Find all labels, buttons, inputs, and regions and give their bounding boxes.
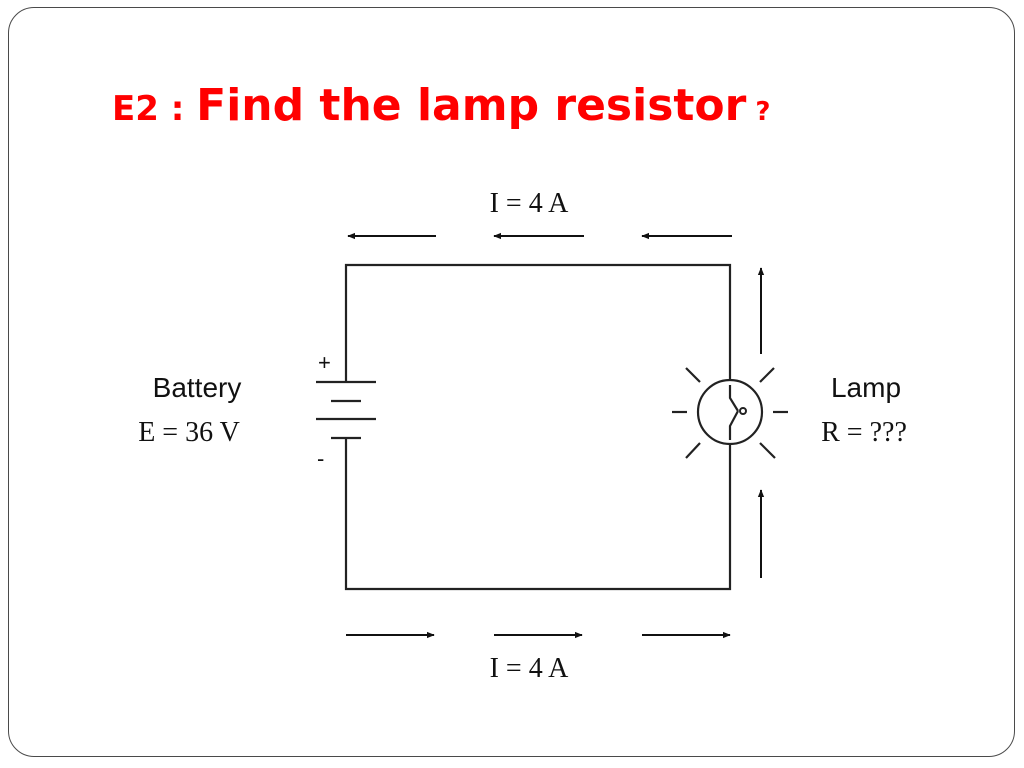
slide-title: E2 : Find the lamp resistor ? — [112, 84, 771, 128]
battery-value-label: E = 36 V — [138, 417, 240, 448]
lamp-filament — [728, 385, 739, 440]
battery-symbol — [316, 380, 376, 440]
lamp-symbol — [672, 367, 788, 459]
battery-name-label: Battery — [153, 372, 242, 403]
lamp-value-label: R = ??? — [821, 417, 907, 448]
lamp-ray-upper-right — [759, 367, 775, 383]
current-label-bottom: I = 4 A — [490, 653, 570, 684]
battery-minus-sign: - — [317, 446, 324, 471]
lamp-ray-lower-left — [685, 442, 701, 459]
lamp-ray-upper-left — [685, 367, 701, 383]
title-question-mark: ? — [746, 97, 771, 127]
lamp-name-label: Lamp — [831, 372, 901, 403]
lamp-ray-lower-right — [759, 442, 776, 459]
circuit-wires — [344, 263, 732, 591]
slide-frame — [8, 7, 1015, 757]
battery-plus-sign: + — [318, 350, 331, 375]
lamp-filament-junction — [739, 407, 747, 415]
title-prefix: E2 : — [112, 89, 197, 129]
wire-bottom — [344, 438, 732, 591]
wire-top — [344, 263, 732, 385]
title-main: Find the lamp resistor — [196, 80, 747, 131]
current-label-top: I = 4 A — [490, 188, 570, 219]
lamp-bulb — [696, 378, 764, 446]
